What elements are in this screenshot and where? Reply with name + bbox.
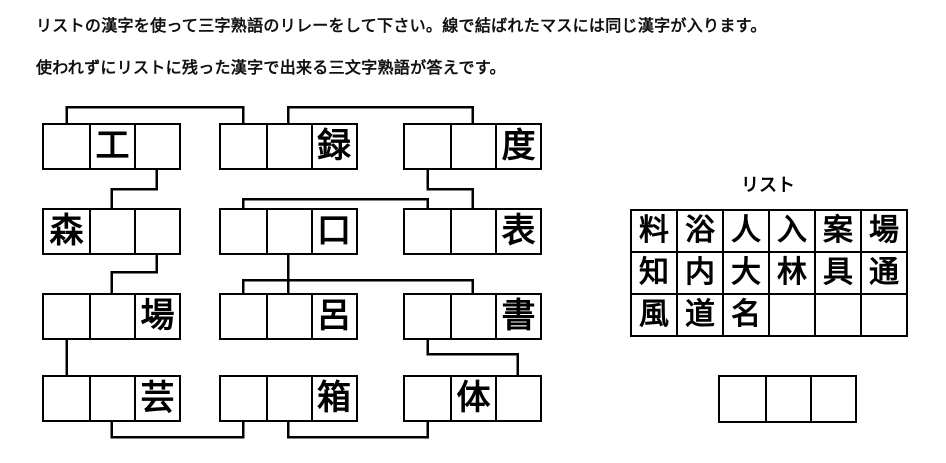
puzzle-box-B2: 口: [218, 208, 358, 255]
puzzle-cell-C3-3: 書: [495, 295, 540, 338]
list-row-1: 料浴人入案場: [630, 209, 908, 253]
list-cell-2-2: 内: [676, 251, 724, 295]
puzzle-cell-A2-2[interactable]: [89, 210, 134, 253]
answer-cell-3[interactable]: [810, 377, 855, 421]
answer-box: [718, 375, 857, 423]
puzzle-box-C3: 書: [403, 293, 542, 340]
puzzle-cell-A3-2[interactable]: [89, 295, 134, 338]
puzzle-box-B1: 録: [218, 123, 358, 170]
answer-cell-2[interactable]: [765, 377, 810, 421]
puzzle-box-B4: 箱: [218, 375, 358, 422]
list-cell-3-4: [768, 293, 816, 337]
puzzle-cell-C2-3: 表: [495, 210, 540, 253]
puzzle-cell-C3-1[interactable]: [405, 295, 450, 338]
puzzle-cell-A1-2: 工: [89, 125, 134, 168]
puzzle-cell-A4-2[interactable]: [89, 377, 134, 420]
list-cell-3-2: 道: [676, 293, 724, 337]
puzzle-cell-C4-2: 体: [450, 377, 495, 420]
list-cell-3-5: [814, 293, 862, 337]
connector-A4.2-B4.1: [110, 420, 245, 439]
connector-B4.2-C4.1: [286, 420, 429, 439]
list-cell-2-3: 大: [722, 251, 770, 295]
puzzle-cell-B1-2[interactable]: [265, 125, 311, 168]
list-cell-1-5: 案: [814, 209, 862, 253]
puzzle-cell-B3-2[interactable]: [265, 295, 311, 338]
puzzle-cell-A2-3[interactable]: [134, 210, 179, 253]
puzzle-cell-A1-3[interactable]: [134, 125, 179, 168]
list-cell-3-1: 風: [630, 293, 678, 337]
connector-A1.3-A2.2: [110, 168, 158, 210]
connector-C1.1-C2.2: [426, 168, 474, 210]
puzzle-box-B3: 呂: [218, 293, 358, 340]
list-title: リスト: [741, 175, 795, 195]
puzzle-box-C2: 表: [403, 208, 542, 255]
puzzle-cell-B4-3: 箱: [310, 377, 356, 420]
puzzle-cell-B1-1[interactable]: [221, 125, 266, 168]
puzzle-cell-B2-3: 口: [310, 210, 356, 253]
puzzle-cell-B4-1[interactable]: [221, 377, 266, 420]
puzzle-cell-C1-2[interactable]: [450, 125, 495, 168]
puzzle-cell-C1-3: 度: [495, 125, 540, 168]
puzzle-cell-B1-3: 録: [310, 125, 356, 168]
puzzle-cell-B3-1[interactable]: [221, 295, 266, 338]
puzzle-cell-C2-1[interactable]: [405, 210, 450, 253]
list-cell-1-2: 浴: [676, 209, 724, 253]
list-cell-1-6: 場: [860, 209, 908, 253]
puzzle-box-A1: 工: [42, 123, 181, 170]
puzzle-cell-B2-2[interactable]: [265, 210, 311, 253]
list-cell-1-3: 人: [722, 209, 770, 253]
puzzle-cell-A4-1[interactable]: [44, 377, 89, 420]
list-row-2: 知内大林具通: [630, 251, 908, 295]
list-cell-1-4: 入: [768, 209, 816, 253]
puzzle-cell-C3-2[interactable]: [450, 295, 495, 338]
puzzle-box-A2: 森: [42, 208, 181, 255]
list-cell-3-6: [860, 293, 908, 337]
puzzle-cell-C4-3[interactable]: [495, 377, 540, 420]
puzzle-cell-A3-1[interactable]: [44, 295, 89, 338]
puzzle-cell-C1-1[interactable]: [405, 125, 450, 168]
puzzle-cell-B4-2[interactable]: [265, 377, 311, 420]
puzzle-cell-C4-1[interactable]: [405, 377, 450, 420]
answer-cell-1[interactable]: [720, 377, 765, 421]
list-cell-2-1: 知: [630, 251, 678, 295]
puzzle-box-C4: 体: [403, 375, 542, 422]
puzzle-cell-B2-1[interactable]: [221, 210, 266, 253]
list-cell-2-5: 具: [814, 251, 862, 295]
puzzle-cell-B3-3: 呂: [310, 295, 356, 338]
list-row-3: 風道名: [630, 293, 908, 337]
puzzle-cell-A4-3: 芸: [134, 377, 179, 420]
puzzle-cell-A3-3: 場: [134, 295, 179, 338]
puzzle-cell-A2-1: 森: [49, 212, 84, 250]
instruction-line-1: リストの漢字を使って三字熟語のリレーをして下さい。線で結ばれたマスには同じ漢字が…: [36, 18, 767, 35]
kanji-list-table: 料浴人入案場知内大林具通風道名: [630, 209, 908, 337]
connector-C3.1-C4.3: [426, 338, 519, 377]
puzzle-box-A3: 場: [42, 293, 181, 340]
list-cell-3-3: 名: [722, 293, 770, 337]
instruction-line-2: 使われずにリストに残った漢字で出来る三文字熟語が答えです。: [36, 60, 506, 77]
puzzle-cell-C2-2[interactable]: [450, 210, 495, 253]
puzzle-cell-A1-1[interactable]: [44, 125, 89, 168]
list-cell-2-6: 通: [860, 251, 908, 295]
list-cell-1-1: 料: [630, 209, 678, 253]
list-cell-2-4: 林: [768, 251, 816, 295]
puzzle-box-C1: 度: [403, 123, 542, 170]
puzzle-box-A4: 芸: [42, 375, 181, 422]
connector-A2.3-A3.2: [110, 253, 158, 295]
